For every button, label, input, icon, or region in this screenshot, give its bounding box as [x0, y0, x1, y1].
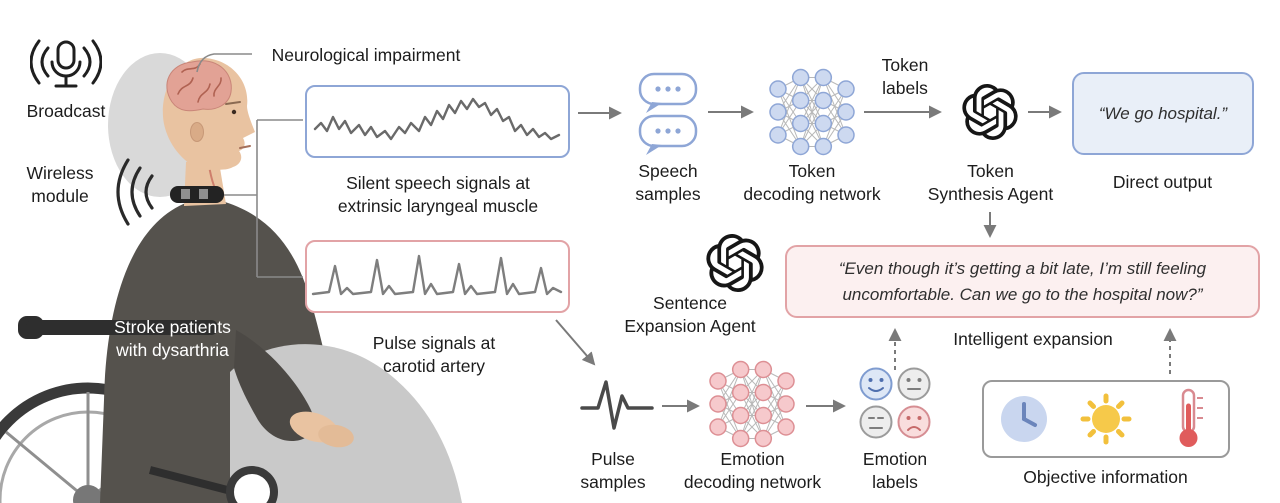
pulse-signal-caption: Pulse signals at carotid artery	[372, 333, 496, 376]
hand	[318, 424, 354, 448]
flow-arrows	[555, 105, 1177, 413]
clock-icon	[1001, 396, 1047, 442]
eyebrow	[225, 101, 241, 105]
emotion-labels-label: Emotion labels	[862, 449, 928, 492]
pulse-signal-box	[305, 240, 570, 313]
arrow-pulse-box-to-samples	[555, 319, 596, 366]
wireless-module-label: Wireless module	[26, 163, 94, 206]
token-decoding-network-icon	[769, 68, 855, 156]
neutral-face-icon	[897, 367, 931, 401]
intelligent-expansion-label: Intelligent expansion	[953, 329, 1113, 349]
pulse-waveform	[311, 254, 563, 296]
objective-information-label: Objective information	[1023, 467, 1188, 487]
token-synthesis-agent-label: Token Synthesis Agent	[927, 161, 1054, 204]
token-labels-label: Token labels	[881, 55, 929, 98]
sun-icon	[1080, 393, 1132, 445]
direct-output-box: “We go hospital.”	[1072, 72, 1254, 155]
neck-sensor-device	[170, 186, 224, 203]
expressionless-face-icon	[859, 405, 893, 439]
pulse-samples-icon	[580, 380, 654, 430]
sensor-bracket-line	[224, 119, 303, 278]
speech-samples-icon	[638, 72, 698, 155]
pulse-samples-label: Pulse samples	[580, 449, 646, 492]
token-synthesis-agent-icon	[962, 84, 1018, 140]
broadcast-label: Broadcast	[26, 101, 106, 121]
expanded-sentence-box: “Even though it’s getting a bit late, I’…	[785, 245, 1260, 318]
wheelchair-armrest	[18, 316, 218, 339]
mouth	[239, 145, 251, 149]
speech-samples-label: Speech samples	[635, 161, 701, 204]
objective-icons	[1001, 388, 1203, 447]
ear	[190, 122, 204, 142]
wheelchair-front-wheel	[226, 466, 278, 503]
objective-information-box	[982, 380, 1230, 458]
sentence-expansion-agent-label: Sentence Expansion Agent	[624, 293, 756, 336]
token-decoding-network-label: Token decoding network	[743, 161, 881, 204]
patient-label: Stroke patients with dysarthria	[114, 317, 231, 360]
silent-speech-signal-box	[305, 85, 570, 158]
direct-output-quote: “We go hospital.”	[1098, 103, 1228, 123]
silent-speech-waveform	[313, 97, 561, 141]
brain-icon	[166, 60, 232, 112]
connector-lines	[196, 53, 303, 278]
happy-face-icon	[859, 367, 893, 401]
broadcast-icon	[30, 39, 102, 88]
silent-speech-caption: Silent speech signals at extrinsic laryn…	[337, 173, 539, 216]
emotion-decoding-network-label: Emotion decoding network	[683, 449, 822, 492]
emotion-faces-icon	[859, 367, 931, 439]
wireless-signal-icon	[116, 158, 154, 226]
arm	[234, 330, 315, 442]
impairment-leader-line	[196, 53, 252, 73]
emotion-decoding-network-icon	[709, 360, 795, 448]
direct-output-label: Direct output	[1112, 172, 1213, 192]
expanded-sentence-quote: “Even though it’s getting a bit late, I’…	[838, 259, 1207, 304]
thermometer-icon	[1179, 388, 1203, 447]
neurological-impairment-label: Neurological impairment	[271, 45, 461, 65]
sentence-expansion-agent-icon	[706, 234, 764, 292]
eye	[231, 109, 237, 115]
sad-face-icon	[897, 405, 931, 439]
